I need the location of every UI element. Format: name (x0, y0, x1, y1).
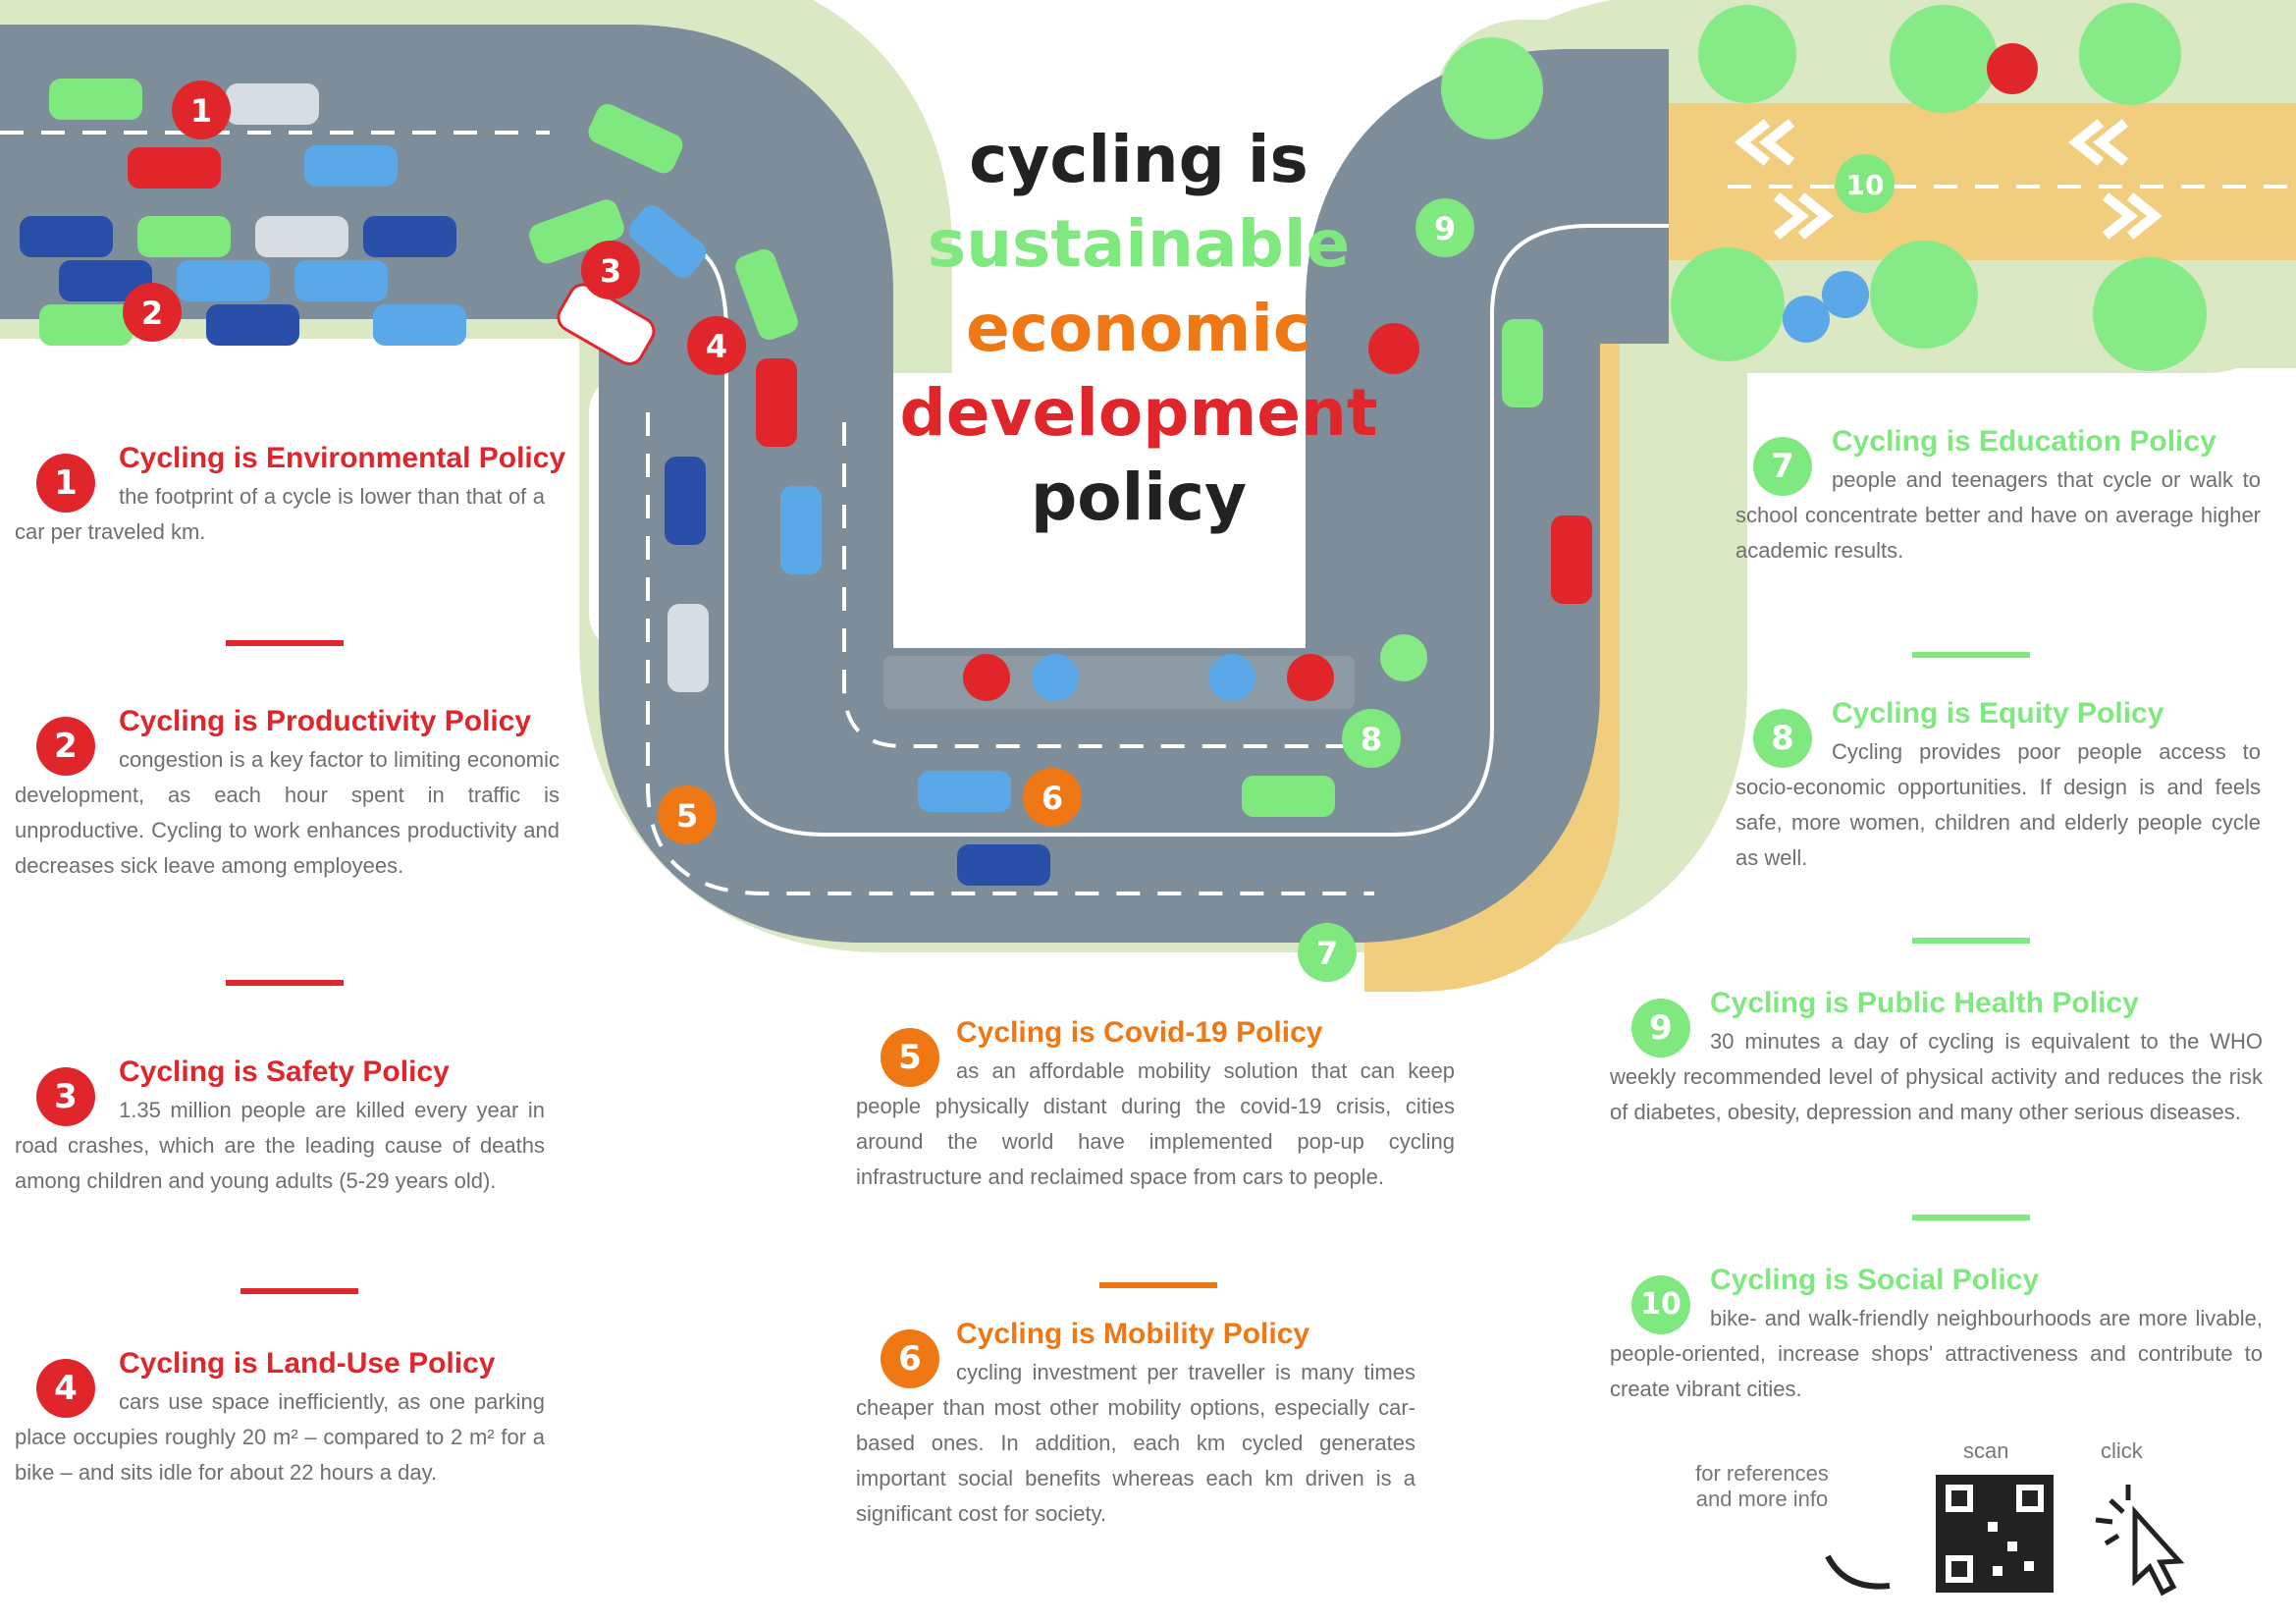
section-number-badge: 6 (881, 1329, 939, 1388)
section-body: 1.35 million people are killed every yea… (15, 1098, 545, 1193)
map-marker-2: 2 (123, 283, 182, 342)
section-body: cars use space inefficiently, as one par… (15, 1389, 545, 1485)
policy-mobility: 6 Cycling is Mobility Policy cycling inv… (856, 1318, 1415, 1573)
section-body: Cycling provides poor people access to s… (1735, 739, 2261, 870)
svg-text:5: 5 (676, 797, 698, 835)
section-divider (1912, 652, 2030, 658)
section-body: cycling investment per traveller is many… (856, 1360, 1415, 1526)
section-heading: Cycling is Education Policy (1832, 425, 2216, 458)
parasol-icon (963, 43, 2038, 701)
section-number-badge: 9 (1631, 999, 1690, 1057)
policy-land-use: 4 Cycling is Land-Use Policy cars use sp… (15, 1347, 545, 1534)
map-marker-10: 10 (1836, 154, 1895, 213)
svg-text:10: 10 (1846, 169, 1885, 201)
section-divider (1912, 938, 2030, 944)
section-heading: Cycling is Equity Policy (1832, 697, 2164, 730)
svg-text:1: 1 (190, 92, 212, 130)
references-note: for references and more info (1669, 1461, 1855, 1512)
cursor-icon[interactable] (2095, 1485, 2185, 1597)
section-number-badge: 4 (36, 1359, 95, 1418)
map-marker-6: 6 (1023, 768, 1082, 827)
policy-productivity: 2 Cycling is Productivity Policy congest… (15, 705, 560, 921)
map-marker-5: 5 (658, 785, 717, 844)
policy-environmental: 1 Cycling is Environmental Policy the fo… (15, 442, 565, 589)
section-heading: Cycling is Covid-19 Policy (956, 1016, 1323, 1049)
section-heading: Cycling is Mobility Policy (956, 1318, 1310, 1350)
qr-code[interactable] (1936, 1475, 2054, 1593)
section-body: bike- and walk-friendly neighbourhoods a… (1610, 1306, 2263, 1401)
section-body: the footprint of a cycle is lower than t… (15, 484, 545, 544)
title-line: policy (1031, 460, 1247, 535)
section-number-badge: 1 (36, 454, 95, 513)
lane-line (842, 422, 1355, 748)
car-icon (20, 79, 1592, 886)
section-number-badge: 2 (36, 717, 95, 776)
svg-text:6: 6 (1041, 780, 1063, 817)
scan-label: scan (1963, 1438, 2009, 1463)
tree-icon (1380, 3, 2207, 681)
title-line: development (899, 375, 1378, 451)
lane-line (646, 412, 1374, 895)
section-heading: Cycling is Productivity Policy (119, 705, 532, 737)
section-number-badge: 8 (1753, 709, 1812, 768)
map-markers: 1 2 3 4 5 6 7 8 9 10 (123, 81, 1895, 982)
page-title: cycling is sustainable economic developm… (864, 118, 1414, 540)
click-label: click (2101, 1438, 2143, 1463)
section-body: people and teenagers that cycle or walk … (1735, 467, 2261, 563)
policy-equity: 8 Cycling is Equity Policy Cycling provi… (1735, 697, 2261, 884)
market-strip (883, 656, 1355, 709)
section-divider (226, 640, 344, 646)
svg-text:7: 7 (1316, 935, 1338, 972)
svg-text:8: 8 (1361, 721, 1382, 758)
policy-covid-19: 5 Cycling is Covid-19 Policy as an affor… (856, 1016, 1455, 1242)
title-line: economic (965, 291, 1312, 366)
references-line: and more info (1695, 1487, 1829, 1511)
svg-text:4: 4 (706, 328, 727, 365)
map-marker-9: 9 (1415, 198, 1474, 257)
svg-text:9: 9 (1434, 210, 1456, 247)
section-heading: Cycling is Land-Use Policy (119, 1347, 496, 1380)
map-marker-8: 8 (1342, 709, 1401, 768)
svg-text:2: 2 (141, 295, 163, 332)
section-body: 30 minutes a day of cycling is equivalen… (1610, 1029, 2263, 1124)
policy-safety: 3 Cycling is Safety Policy 1.35 million … (15, 1056, 545, 1232)
map-marker-1: 1 (172, 81, 231, 139)
svg-text:3: 3 (600, 252, 621, 290)
map-marker-7: 7 (1298, 923, 1357, 982)
section-heading: Cycling is Environmental Policy (119, 442, 566, 474)
section-number-badge: 10 (1631, 1275, 1690, 1334)
arrow-icon (1734, 119, 2163, 240)
map-marker-4: 4 (687, 316, 746, 375)
section-number-badge: 5 (881, 1028, 939, 1087)
policy-education: 7 Cycling is Education Policy people and… (1735, 425, 2261, 582)
map-marker-3: 3 (581, 241, 640, 299)
arrow-icon (1825, 1554, 1891, 1590)
section-number-badge: 3 (36, 1067, 95, 1126)
title-line: sustainable (927, 206, 1351, 282)
section-divider (1912, 1215, 2030, 1220)
references-line: for references (1695, 1461, 1829, 1486)
section-divider (240, 1288, 358, 1294)
section-body: congestion is a key factor to limiting e… (15, 747, 560, 878)
section-divider (226, 980, 344, 986)
section-divider (1099, 1282, 1217, 1288)
section-heading: Cycling is Safety Policy (119, 1056, 450, 1088)
section-heading: Cycling is Social Policy (1710, 1264, 2040, 1296)
section-body: as an affordable mobility solution that … (856, 1058, 1455, 1189)
title-line: cycling is (969, 122, 1308, 197)
policy-social: 10 Cycling is Social Policy bike- and wa… (1610, 1264, 2263, 1440)
section-heading: Cycling is Public Health Policy (1710, 987, 2139, 1019)
policy-public-health: 9 Cycling is Public Health Policy 30 min… (1610, 987, 2263, 1173)
section-number-badge: 7 (1753, 437, 1812, 496)
